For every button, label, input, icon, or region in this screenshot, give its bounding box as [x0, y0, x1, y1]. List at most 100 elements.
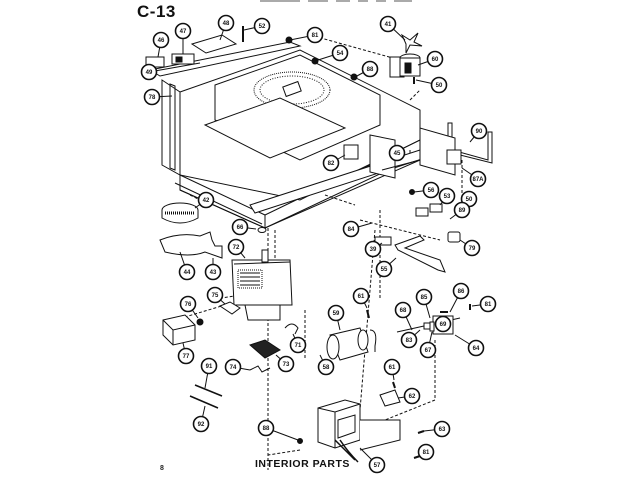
callout-circle: [231, 218, 249, 236]
callout-circle: [438, 187, 456, 205]
callout-64: 64: [467, 339, 485, 357]
callout-label: 49: [146, 70, 153, 76]
callout-76: 76: [179, 295, 197, 313]
callout-88: 88: [257, 419, 275, 437]
callout-circle: [152, 31, 170, 49]
callout-label: 88: [263, 426, 270, 432]
callout-circle: [257, 419, 275, 437]
callout-circle: [227, 238, 245, 256]
callout-circle: [317, 358, 335, 376]
callout-label: 53: [444, 194, 451, 200]
callout-circle: [192, 415, 210, 433]
callout-68: 68: [394, 301, 412, 319]
part-thermostat-bracket: [218, 301, 241, 315]
callout-87A: 87A: [469, 170, 487, 188]
callout-circle: [452, 282, 470, 300]
part-wire-lead: [189, 395, 219, 409]
part-gear-holder: [159, 231, 223, 259]
callout-circle: [383, 358, 401, 376]
part-screw: [409, 189, 415, 195]
callout-circle: [206, 286, 224, 304]
callout-61: 61: [383, 358, 401, 376]
callout-label: 92: [198, 422, 205, 428]
part-wire-lead: [194, 384, 223, 397]
callout-circle: [364, 240, 382, 258]
callout-circle: [368, 456, 386, 474]
callout-59: 59: [327, 304, 345, 322]
callout-circle: [426, 50, 444, 68]
callout-label: 76: [185, 302, 192, 308]
callout-label: 91: [206, 364, 213, 370]
callout-circle: [289, 336, 307, 354]
part-screw: [297, 438, 303, 444]
callout-92: 92: [192, 415, 210, 433]
callout-circle: [306, 26, 324, 44]
callout-label: 81: [312, 33, 319, 39]
callout-71: 71: [289, 336, 307, 354]
callout-44: 44: [178, 263, 196, 281]
callout-label: 52: [259, 24, 266, 30]
part-thermal-cutout: [343, 144, 359, 160]
callout-79: 79: [463, 239, 481, 257]
callout-label: 43: [210, 270, 217, 276]
callout-circle: [204, 263, 222, 281]
part-fan-motor: [389, 32, 423, 84]
callout-label: 81: [485, 302, 492, 308]
callout-label: 64: [473, 346, 480, 352]
callout-label: 67: [425, 348, 432, 354]
callout-label: 86: [458, 289, 465, 295]
callout-circle: [375, 260, 393, 278]
callout-label: 46: [158, 38, 165, 44]
callout-78: 78: [143, 88, 161, 106]
part-hv-capacitor: [326, 327, 377, 361]
part-screw: [417, 430, 425, 434]
callout-circle: [470, 122, 488, 140]
callout-label: 73: [283, 362, 290, 368]
callout-81: 81: [306, 26, 324, 44]
callout-circle: [277, 355, 295, 373]
part-screw: [392, 381, 396, 389]
callout-label: 59: [333, 311, 340, 317]
callout-label: 79: [469, 246, 476, 252]
callout-55: 55: [375, 260, 393, 278]
callout-75: 75: [206, 286, 224, 304]
callout-63: 63: [433, 420, 451, 438]
callout-label: 60: [432, 57, 439, 63]
callout-circle: [394, 301, 412, 319]
callout-label: 41: [385, 22, 392, 28]
part-monitor-switch: [379, 389, 401, 407]
callout-56: 56: [422, 181, 440, 199]
callout-circle: [224, 358, 242, 376]
callout-label: 84: [348, 227, 355, 233]
callout-label: 58: [323, 365, 330, 371]
part-antenna-cover: [249, 339, 281, 359]
callout-50: 50: [430, 76, 448, 94]
callout-74: 74: [224, 358, 242, 376]
part-clip: [249, 365, 271, 373]
callout-label: 75: [212, 293, 219, 299]
callout-label: 45: [394, 151, 401, 157]
callout-62: 62: [403, 387, 421, 405]
part-cover-plate: [190, 34, 238, 54]
callout-60: 60: [426, 50, 444, 68]
callout-label: 66: [237, 225, 244, 231]
callout-label: 55: [381, 267, 388, 273]
callout-label: 48: [223, 21, 230, 27]
callout-circle: [400, 331, 418, 349]
callout-label: 85: [421, 295, 428, 301]
callout-label: 88: [367, 67, 374, 73]
callout-circle: [253, 17, 271, 35]
callout-43: 43: [204, 263, 222, 281]
chassis: [148, 41, 426, 229]
callout-label: 77: [183, 354, 190, 360]
callout-label: 74: [230, 365, 237, 371]
callout-circle: [415, 288, 433, 306]
callout-84: 84: [342, 220, 360, 238]
callout-circle: [403, 387, 421, 405]
top-header-strip: [260, 0, 460, 3]
callout-circle: [388, 144, 406, 162]
callout-label: 81: [423, 450, 430, 456]
part-spring: [284, 323, 299, 335]
